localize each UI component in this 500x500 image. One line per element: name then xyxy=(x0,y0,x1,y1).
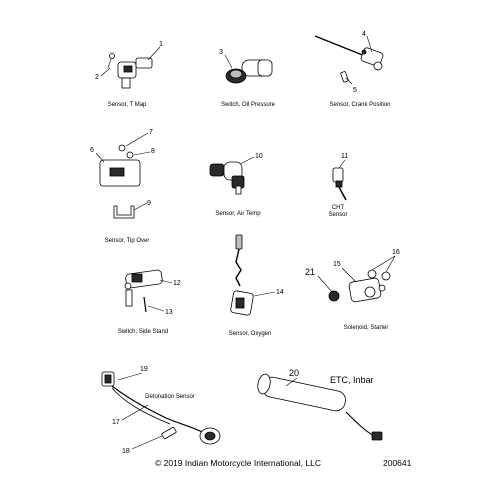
callout-21: 21 xyxy=(305,267,315,277)
caption-cht-line2: Sensor xyxy=(328,212,347,218)
callout-17: 17 xyxy=(112,419,120,426)
tmap-sensor-illustration xyxy=(107,53,153,89)
leader-1 xyxy=(147,46,161,61)
leader-4 xyxy=(366,35,373,53)
drawing-number: 200641 xyxy=(383,458,412,468)
callout-12: 12 xyxy=(173,280,181,287)
caption-oil-pressure-switch: Switch, Oil Pressure xyxy=(221,102,276,108)
caption-oxygen-sensor: Sensor, Oxygen xyxy=(229,331,272,337)
callout-18: 18 xyxy=(122,448,130,455)
leader-21 xyxy=(317,275,333,293)
cht-sensor-illustration xyxy=(332,167,347,201)
leader-11 xyxy=(338,159,346,169)
etc-inbar-illustration xyxy=(257,373,383,441)
caption-detonation-sensor: Detonation Sensor xyxy=(145,394,195,400)
oil-pressure-switch-illustration xyxy=(225,59,273,84)
air-temp-sensor-illustration xyxy=(209,161,245,195)
callout-6: 6 xyxy=(90,147,94,154)
copyright-text: © 2019 Indian Motorcycle International, … xyxy=(155,458,321,468)
leader-5 xyxy=(345,77,353,85)
caption-tip-over-sensor: Sensor, Tip Over xyxy=(105,238,150,244)
leader-18 xyxy=(131,435,163,450)
starter-solenoid-illustration xyxy=(328,269,391,303)
caption-starter-solenoid: Solenoid, Starter xyxy=(344,325,389,331)
callout-9: 9 xyxy=(147,200,151,207)
caption-crank-position-sensor: Sensor, Crank Position xyxy=(329,102,390,108)
leader-6 xyxy=(95,152,105,163)
leader-12 xyxy=(159,279,173,284)
caption-cht-line1: CHT xyxy=(332,205,345,211)
oxygen-sensor-illustration xyxy=(230,234,254,316)
callout-20: 20 xyxy=(289,368,299,378)
leader-16b xyxy=(385,255,396,273)
callout-10: 10 xyxy=(255,153,263,160)
leader-8 xyxy=(133,151,151,156)
leader-14 xyxy=(253,291,276,297)
caption-air-temp-sensor: Sensor, Air Temp xyxy=(215,211,261,217)
leader-9 xyxy=(133,202,148,211)
leader-20 xyxy=(285,377,298,387)
callout-5: 5 xyxy=(353,87,357,94)
callout-4: 4 xyxy=(362,31,366,38)
callout-15: 15 xyxy=(333,261,341,268)
callout-14: 14 xyxy=(276,289,284,296)
crank-position-sensor-illustration xyxy=(314,35,384,83)
callout-16: 16 xyxy=(392,249,400,256)
leader-7 xyxy=(125,132,149,147)
leader-10 xyxy=(239,156,255,165)
callout-11: 11 xyxy=(341,153,348,160)
leader-13 xyxy=(147,305,165,312)
callout-2: 2 xyxy=(95,74,99,81)
side-stand-switch-illustration xyxy=(124,269,163,313)
callout-13: 13 xyxy=(165,309,173,316)
callout-8: 8 xyxy=(151,148,155,155)
caption-side-stand-switch: Switch, Side Stand xyxy=(118,329,168,335)
callout-3: 3 xyxy=(219,49,223,56)
caption-tmap-sensor: Sensor, T Map xyxy=(108,102,147,108)
callout-7: 7 xyxy=(149,129,153,136)
leader-16a xyxy=(371,255,396,271)
leader-3 xyxy=(224,54,233,69)
callout-19: 19 xyxy=(140,366,148,373)
leader-15 xyxy=(341,267,357,283)
detonation-sensor-illustration xyxy=(101,371,221,445)
leader-2 xyxy=(100,67,111,77)
callout-1: 1 xyxy=(159,41,163,48)
leader-19 xyxy=(117,372,143,381)
tip-over-sensor-illustration xyxy=(99,144,141,219)
leader-17 xyxy=(121,404,149,421)
caption-etc-inbar: ETC, Inbar xyxy=(330,375,374,385)
